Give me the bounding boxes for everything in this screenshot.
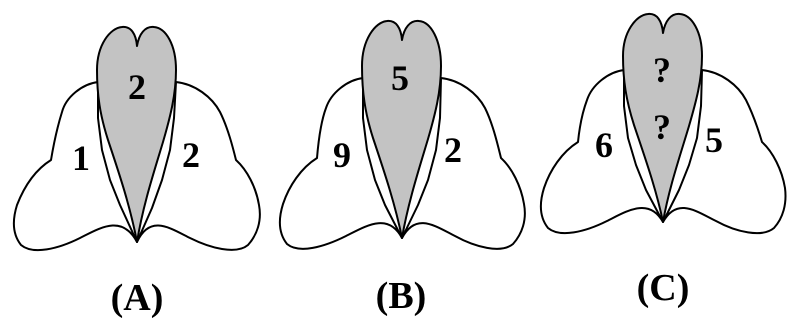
figure-a-right-number: 2 xyxy=(182,137,200,173)
figure-c-top-number-2: ? xyxy=(653,109,671,145)
figure-c-caption: (C) xyxy=(637,269,690,307)
figure-b xyxy=(280,21,525,249)
figure-a-left-number: 1 xyxy=(72,140,90,176)
figure-b-caption: (B) xyxy=(376,277,427,315)
figure-c-right-number: 5 xyxy=(705,122,723,158)
figure-a-top-number: 2 xyxy=(128,69,146,105)
figure-b-left-number: 9 xyxy=(333,137,351,173)
figure-b-top-number: 5 xyxy=(391,60,409,96)
figure-c-top-number-1: ? xyxy=(653,52,671,88)
figure-b-right-number: 2 xyxy=(444,132,462,168)
figure-a-caption: (A) xyxy=(111,279,164,317)
figure-a xyxy=(14,27,260,250)
figure-c-left-number: 6 xyxy=(595,127,613,163)
